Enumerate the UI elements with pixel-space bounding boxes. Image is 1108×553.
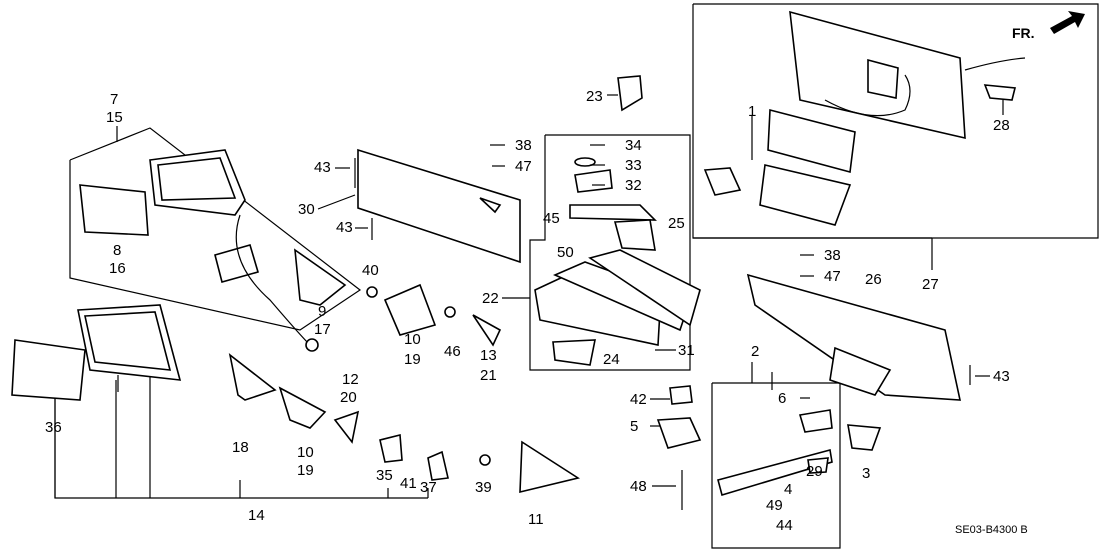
callout-23: 23 [586,88,603,105]
callout-22: 22 [482,290,499,307]
callout-24: 24 [603,351,620,368]
callout-38b: 38 [824,247,841,264]
callout-11: 11 [528,511,544,528]
callout-12: 12 [342,371,359,388]
callout-6: 6 [778,390,786,407]
callout-18: 18 [232,439,249,456]
group-boxes [54,3,1099,549]
callout-27: 27 [922,276,939,293]
callout-9: 9 [318,303,326,320]
callout-35: 35 [376,467,393,484]
callout-21: 21 [480,367,497,384]
callout-41: 41 [400,475,417,492]
front-arrow-icon [1050,11,1085,34]
callout-26: 26 [865,271,882,288]
callout-7: 7 [110,91,118,108]
callout-1: 1 [748,103,756,120]
part-drawings [11,10,1026,510]
callout-40: 40 [362,262,379,279]
callout-43b: 43 [336,219,353,236]
callout-13: 13 [480,347,497,364]
callout-10: 10 [404,331,421,348]
callout-32: 32 [625,177,642,194]
callout-19: 19 [404,351,421,368]
callout-14: 14 [248,507,265,524]
callout-43a: 43 [314,159,331,176]
callout-31: 31 [678,342,695,359]
callout-39: 39 [475,479,492,496]
callout-45: 45 [543,210,560,227]
callout-30: 30 [298,201,315,218]
callout-46: 46 [444,343,461,360]
callout-47a: 47 [515,158,532,175]
callout-43c: 43 [993,368,1010,385]
callout-47b: 47 [824,268,841,285]
leader-lines [116,94,1004,487]
callout-37: 37 [420,479,437,496]
callout-10b: 10 [297,444,314,461]
callout-50: 50 [557,244,574,261]
callout-28: 28 [993,117,1010,134]
callout-25: 25 [668,215,685,232]
callout-38a: 38 [515,137,532,154]
callout-20: 20 [340,389,357,406]
callout-16: 16 [109,260,126,277]
callout-labels: 7 15 8 16 9 17 40 10 19 46 13 21 12 20 1… [45,88,1028,536]
callout-44: 44 [776,517,793,534]
callout-49: 49 [766,497,783,514]
callout-19b: 19 [297,462,314,479]
callout-17: 17 [314,321,331,338]
callout-8: 8 [113,242,121,259]
callout-29: 29 [806,463,823,480]
callout-33: 33 [625,157,642,174]
callout-3: 3 [862,465,870,482]
callout-36: 36 [45,419,62,436]
front-direction-indicator: FR. [1012,11,1085,41]
callout-34: 34 [625,137,642,154]
callout-15: 15 [106,109,123,126]
callout-42: 42 [630,391,647,408]
front-direction-label: FR. [1012,25,1035,41]
callout-48: 48 [630,478,647,495]
callout-2: 2 [751,343,759,360]
callout-5: 5 [630,418,638,435]
callout-4: 4 [784,481,792,498]
diagram-code: SE03-B4300 B [955,524,1028,536]
